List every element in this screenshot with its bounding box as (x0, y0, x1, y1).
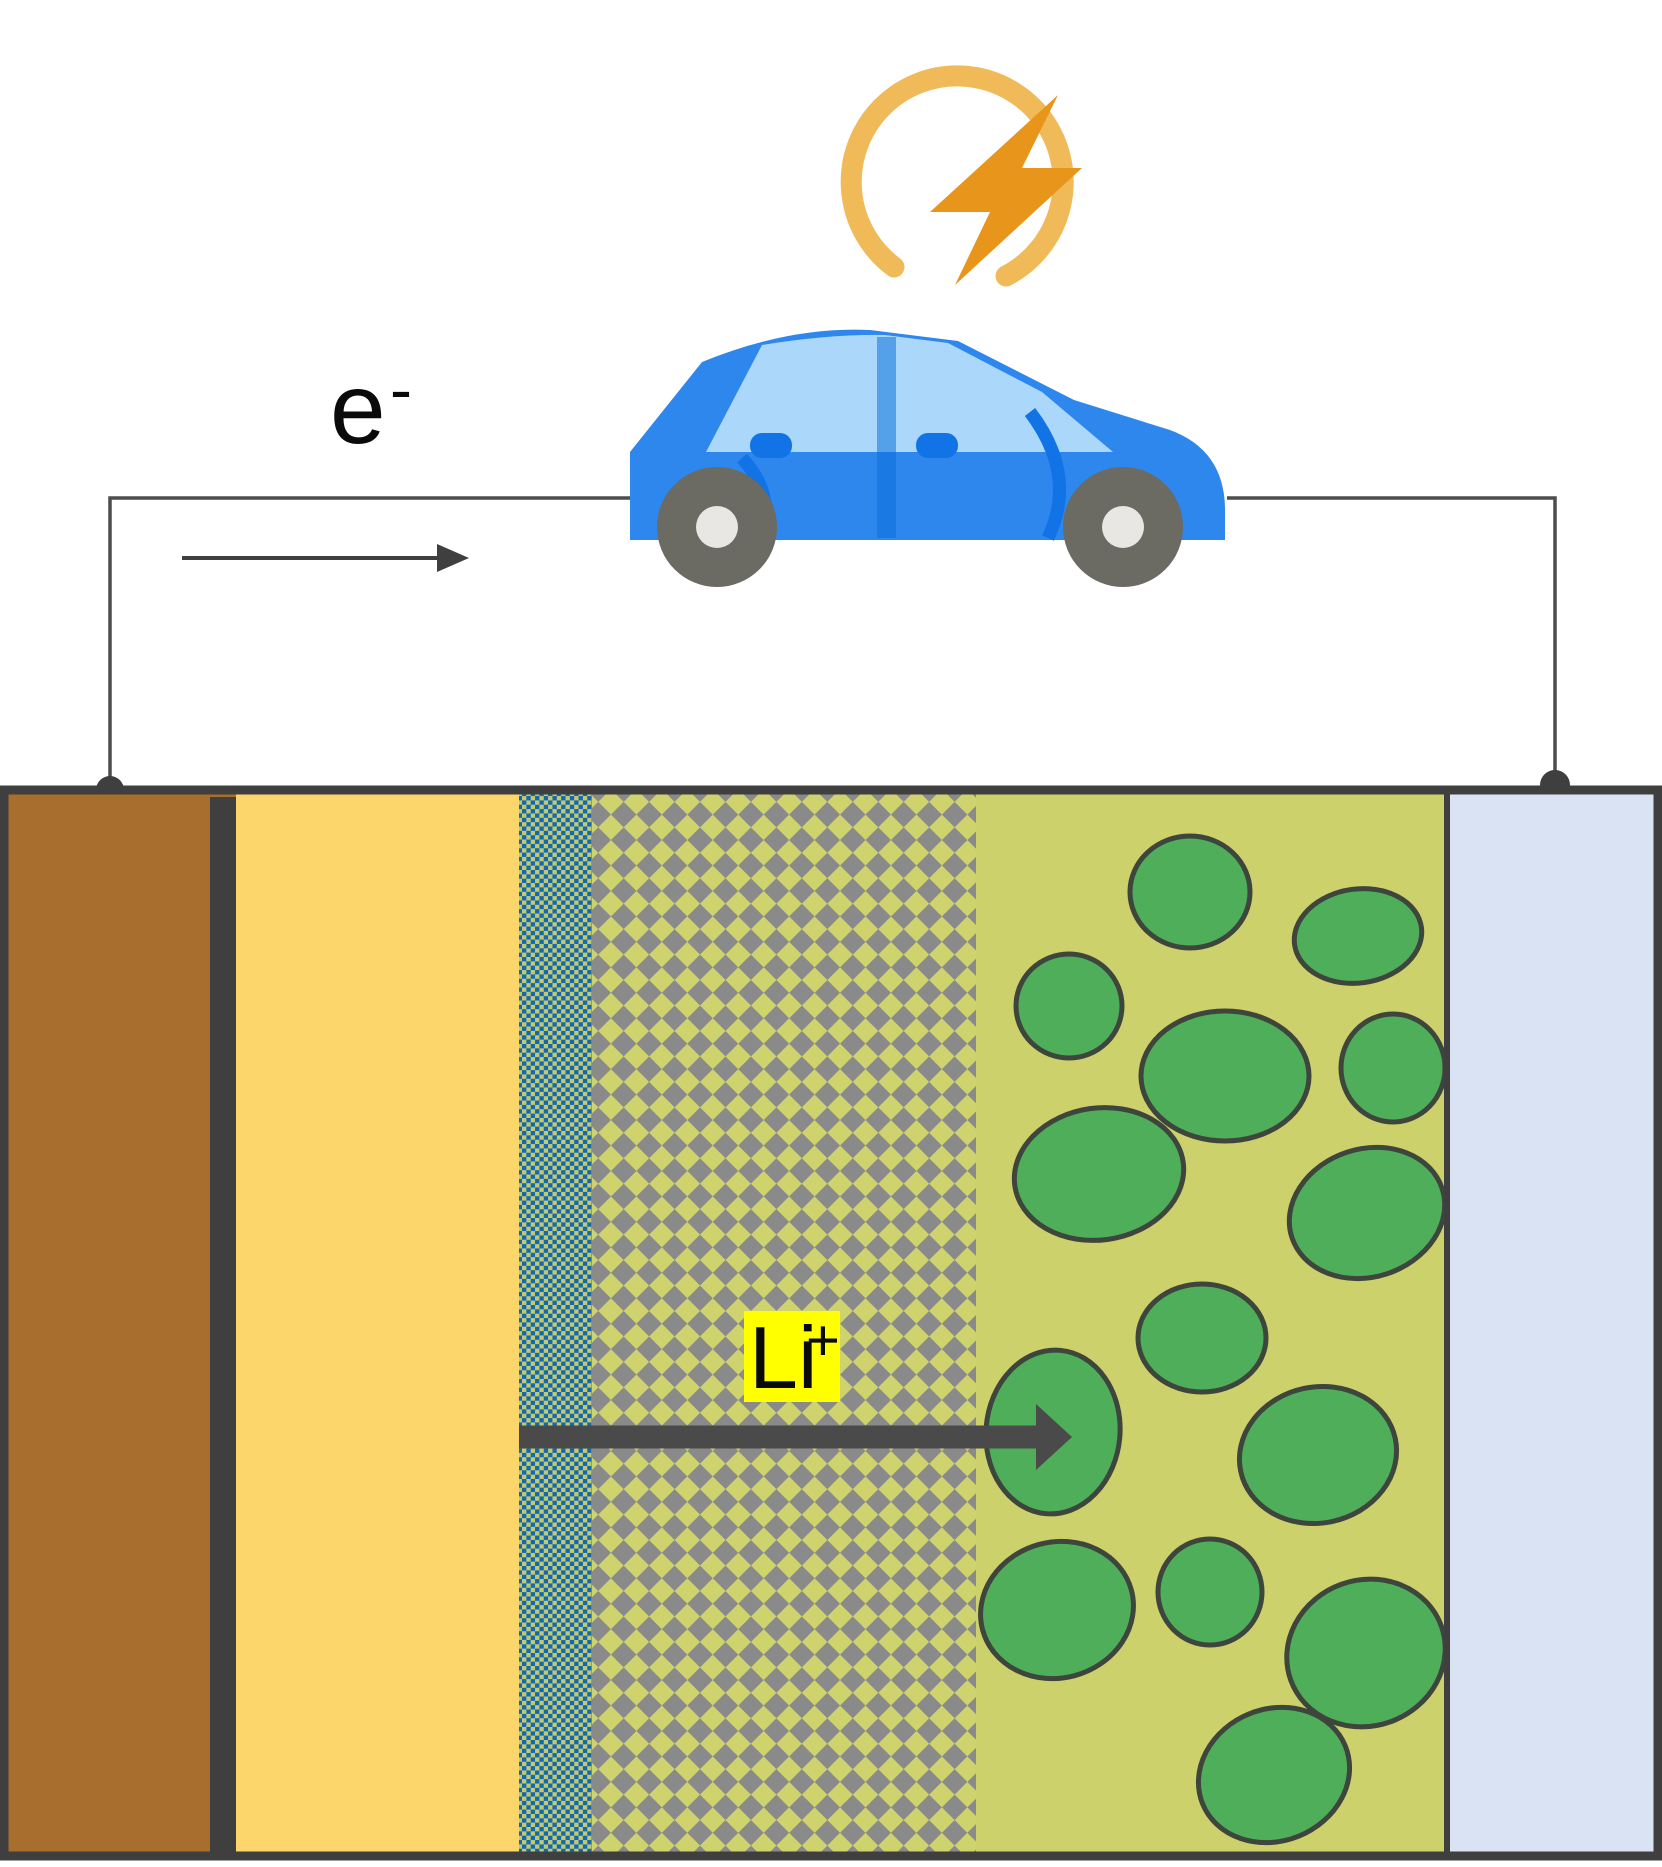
cathode-particle (1338, 1011, 1444, 1125)
car-door-handle-rear (916, 433, 958, 458)
electron-label-sup: - (390, 352, 412, 426)
battery-cell (0, 785, 1662, 1861)
sei-layer (519, 794, 592, 1852)
lithium-arrowhead-icon (1036, 1404, 1072, 1470)
collector-contact-bar (210, 797, 236, 1852)
cathode-collector-divider (1444, 794, 1450, 1852)
cathode-particle (1284, 1576, 1444, 1730)
circuit-wire-left (108, 496, 630, 792)
cathode-particle (978, 1538, 1136, 1682)
electron-flow-arrow (182, 544, 469, 572)
cathode-particle (1291, 886, 1425, 986)
energy-ring-icon (840, 65, 1074, 287)
cathode-particle (1236, 1383, 1400, 1527)
external-circuit (108, 496, 1557, 792)
car-pillar-upper (877, 337, 896, 452)
electron-arrowhead-icon (437, 544, 469, 572)
car-window (706, 334, 1113, 452)
lithium-label-highlight (744, 1311, 840, 1402)
cathode-particle (1155, 1536, 1265, 1648)
lightning-bolt-icon (930, 95, 1082, 285)
front-hub (696, 506, 738, 548)
copper-current-collector-layer (8, 794, 236, 1852)
lithium-label-sup: + (806, 1308, 840, 1373)
cathode-particle (1135, 1281, 1269, 1395)
rear-hub (1102, 506, 1144, 548)
lithium-ion-arrow (519, 1404, 1072, 1470)
lithium-label-text: Li (749, 1308, 818, 1407)
energy-icon (840, 65, 1082, 287)
electric-car (630, 329, 1225, 587)
electron-label-text: e (330, 353, 386, 465)
anode-layer (236, 794, 519, 1852)
car-pillar-lower (877, 452, 896, 538)
battery-outline (0, 785, 1662, 1861)
cathode-particle (1195, 1704, 1353, 1846)
electron-label: e - (330, 352, 412, 465)
cathode-particles (978, 833, 1444, 1846)
cathode-particle (1127, 833, 1253, 951)
lithium-label: Li + (744, 1308, 840, 1407)
car-door-seam-rear (1024, 408, 1066, 541)
circuit-wire-right (1227, 496, 1557, 786)
car-door-handle-front (750, 433, 792, 458)
cathode-particle (1011, 1105, 1187, 1243)
cathode-particle (1013, 951, 1125, 1061)
aluminum-current-collector-layer (1450, 794, 1654, 1852)
cathode-particle (1138, 1008, 1312, 1144)
cathode-particle (1286, 1144, 1444, 1282)
